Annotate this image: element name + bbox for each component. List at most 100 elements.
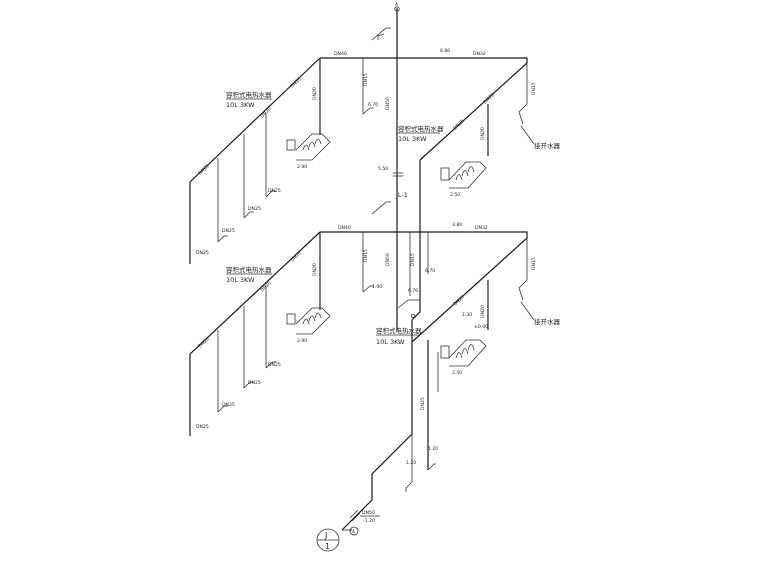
heater-3-tank bbox=[286, 313, 296, 325]
lower-right-diagonal bbox=[411, 237, 528, 343]
label-e120-b: 1.20 bbox=[406, 460, 416, 466]
inlet-main-pipe bbox=[341, 320, 413, 531]
label-e670-l: 6.70 bbox=[408, 288, 418, 294]
heater-1-piping bbox=[295, 133, 331, 161]
fixture-label-upper: 接开水器 bbox=[534, 141, 561, 150]
label-dn15-l2: DN15 bbox=[410, 253, 416, 266]
label-dn20-u4: DN20 bbox=[312, 87, 318, 100]
heater-3-piping bbox=[295, 307, 331, 335]
inlet-elevation: -1.20 bbox=[363, 518, 375, 524]
label-e100-l: 1.00 bbox=[372, 284, 382, 290]
inlet-symbol-bottom: 1 bbox=[325, 542, 330, 551]
label-e250-l: 2.50 bbox=[452, 370, 462, 376]
label-e880: 8.80 bbox=[440, 48, 450, 54]
label-dn20-l1: DN20 bbox=[197, 336, 210, 349]
label-e670-l2: 6.70 bbox=[425, 268, 435, 274]
upper-top-main bbox=[320, 57, 528, 63]
label-dn25-l2: DN25 bbox=[222, 402, 235, 408]
upper-right-tap bbox=[518, 103, 528, 125]
upper-drop-1-tap bbox=[217, 235, 228, 243]
label-dn15-l3: DN15 bbox=[531, 257, 537, 270]
inlet-symbol-top: J bbox=[324, 531, 327, 540]
label-dn32-upper: DN32 bbox=[473, 51, 486, 57]
label-dn15-l1: DN15 bbox=[363, 249, 369, 262]
label-e250-u: 2.50 bbox=[450, 192, 460, 198]
heater-4-loops bbox=[455, 344, 475, 359]
lower-vertical-tap bbox=[427, 463, 436, 471]
label-dn25-l5: DN25 bbox=[452, 294, 465, 307]
upper-drop-2-tap bbox=[243, 211, 254, 219]
label-dn20-l5: DN20 bbox=[480, 305, 486, 318]
label-dn40-upper: DN40 bbox=[334, 51, 347, 57]
label-e670-u: 6.70 bbox=[368, 102, 378, 108]
inlet-valve-b bbox=[351, 512, 361, 522]
lower-right-tap bbox=[518, 279, 528, 301]
fixture-label-lower: 接开水器 bbox=[534, 317, 561, 326]
lower-left-diagonal bbox=[189, 231, 321, 355]
heater-2-piping bbox=[448, 161, 487, 189]
upper-left-diagonal bbox=[189, 57, 321, 183]
label-dn20-u6: DN20 bbox=[480, 127, 486, 140]
upper-center-tap bbox=[362, 107, 374, 115]
lower-top-stub bbox=[371, 201, 391, 215]
label-dn20-u5: DN20 bbox=[482, 92, 495, 105]
heater-2-loops bbox=[455, 166, 475, 181]
lower-vertical-tap-b bbox=[405, 481, 413, 492]
label-e290-u: 2.90 bbox=[297, 164, 307, 170]
label-dn25-l4: DN25 bbox=[268, 362, 281, 368]
label-dn25-l6: DN25 bbox=[420, 397, 426, 410]
heater-2-spec: 10L 3KW bbox=[398, 135, 427, 143]
label-dn20-l4: DN20 bbox=[312, 263, 318, 276]
label-dn20-u3: DN20 bbox=[289, 76, 302, 89]
lower-drop-2-tap bbox=[243, 381, 254, 389]
top-ref-label: A bbox=[395, 2, 399, 8]
heater-4-spec: 10L 3KW bbox=[376, 338, 405, 346]
label-dn32-lower: DN32 bbox=[475, 225, 488, 231]
riser-label: JL-1 bbox=[395, 191, 408, 199]
lower-top-main bbox=[320, 231, 528, 238]
ref-symbol-text: A bbox=[352, 529, 356, 535]
heater-3-loops bbox=[302, 312, 322, 325]
heater-2-name: 容积式电热水器 bbox=[398, 124, 444, 133]
upper-top-stub bbox=[371, 27, 391, 41]
upper-drop-3-tap bbox=[265, 190, 276, 198]
label-dn25-u2: DN25 bbox=[222, 228, 235, 234]
lower-drop-1-tap bbox=[217, 405, 228, 413]
heater-3-spec: 10L 3KW bbox=[226, 276, 255, 284]
label-dn15-u2: DN15 bbox=[531, 82, 537, 95]
fixture-leader-lower bbox=[520, 301, 535, 321]
label-e290-l: 2.90 bbox=[297, 338, 307, 344]
upper-top-stub-b bbox=[377, 33, 385, 40]
upper-right-diagonal bbox=[419, 62, 528, 161]
lower-center-tap bbox=[362, 285, 374, 293]
heater-4-tank bbox=[440, 345, 450, 359]
lower-valve bbox=[410, 313, 415, 318]
label-e550: 5.50 bbox=[378, 166, 388, 172]
heater-1-tank bbox=[286, 139, 296, 151]
label-dn25-u3: DN25 bbox=[248, 206, 261, 212]
label-e120-a: 1.20 bbox=[428, 446, 438, 452]
label-dn25-u4: DN25 bbox=[268, 188, 281, 194]
label-e380: 3.80 bbox=[452, 222, 462, 228]
inlet-pipe-size: DN50 bbox=[362, 510, 375, 516]
label-e130: 1.30 bbox=[462, 312, 472, 318]
lower-center-branch bbox=[397, 299, 420, 309]
inlet-valve-a bbox=[349, 509, 359, 519]
heater-4-piping bbox=[448, 339, 487, 367]
ref-symbol-circle bbox=[349, 526, 359, 536]
heater-3-name: 容积式电热水器 bbox=[226, 265, 272, 274]
label-dn20-u1: DN20 bbox=[197, 163, 210, 176]
label-dn25-l3: DN25 bbox=[248, 380, 261, 386]
label-e000: ±0.00 bbox=[474, 324, 488, 330]
label-dn25-u1: DN25 bbox=[196, 250, 209, 256]
heater-2-tank bbox=[440, 167, 450, 181]
riser-top-marker bbox=[394, 6, 400, 12]
fixture-leader-upper bbox=[520, 125, 535, 145]
upper-right-down bbox=[411, 160, 421, 321]
label-dn40-lower: DN40 bbox=[338, 225, 351, 231]
label-dn50-upper: DN50 bbox=[385, 97, 391, 110]
label-dn20-l3: DN20 bbox=[289, 250, 302, 263]
heater-1-spec: 10L 3KW bbox=[226, 101, 255, 109]
lower-drop-3-tap bbox=[265, 361, 276, 369]
